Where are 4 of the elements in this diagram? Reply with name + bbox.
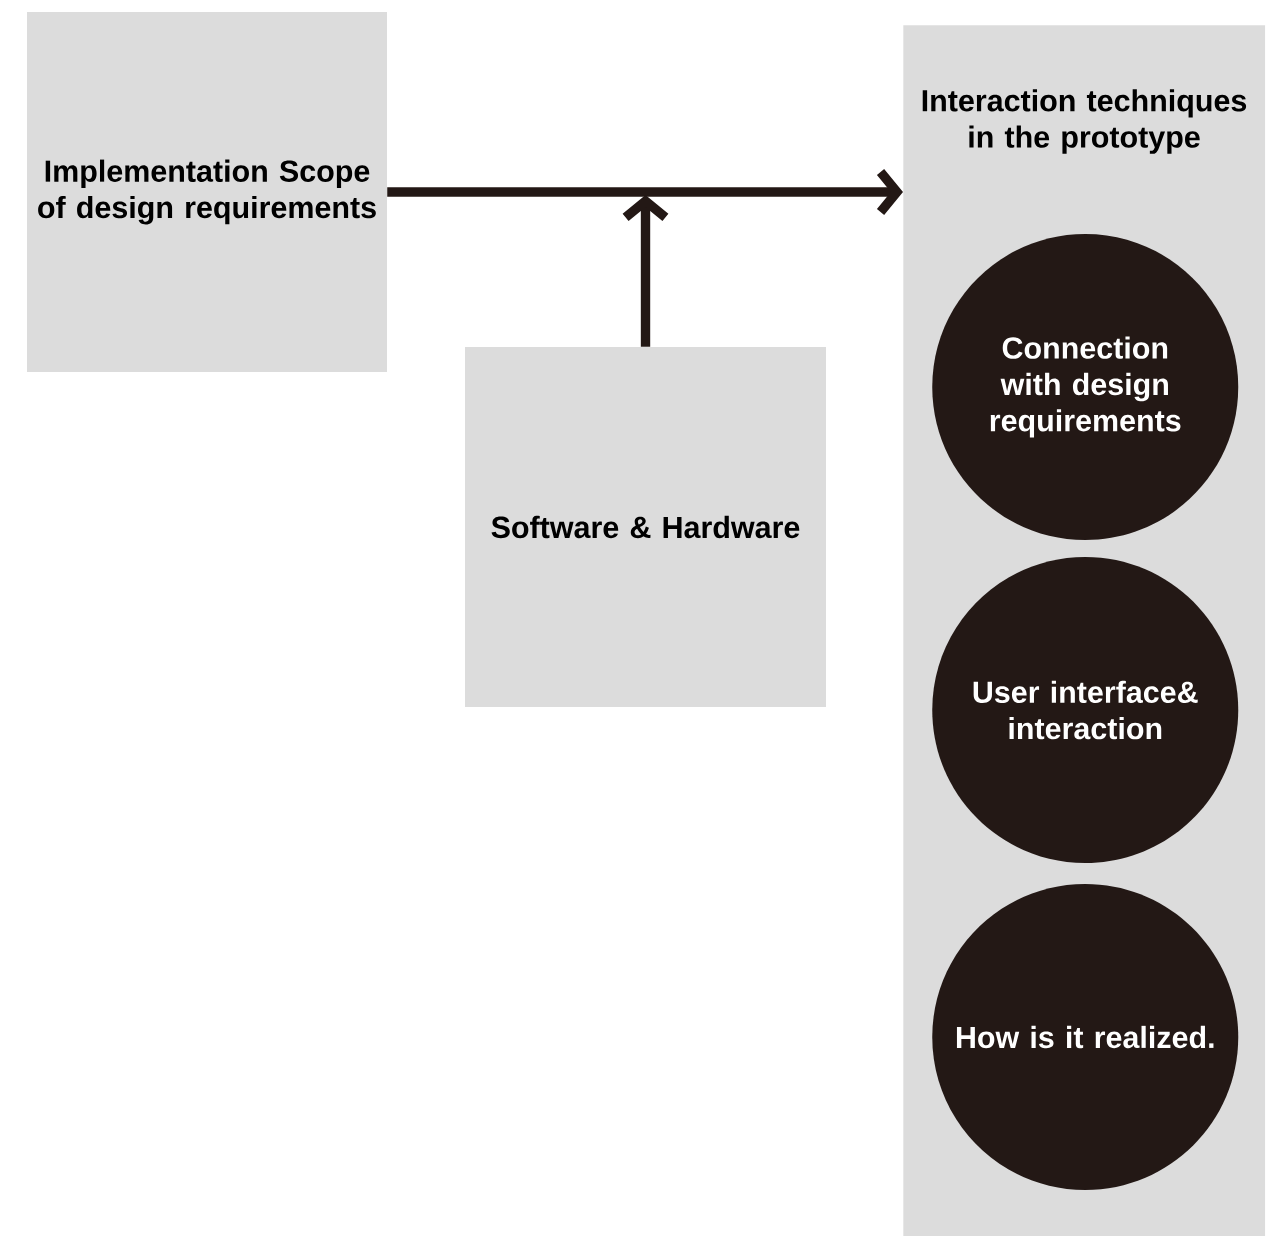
arrow [387, 169, 903, 215]
process-box: Implementation Scope of design requirements [27, 12, 387, 372]
arrow [622, 195, 669, 347]
process-box: Software & Hardware [465, 347, 826, 707]
